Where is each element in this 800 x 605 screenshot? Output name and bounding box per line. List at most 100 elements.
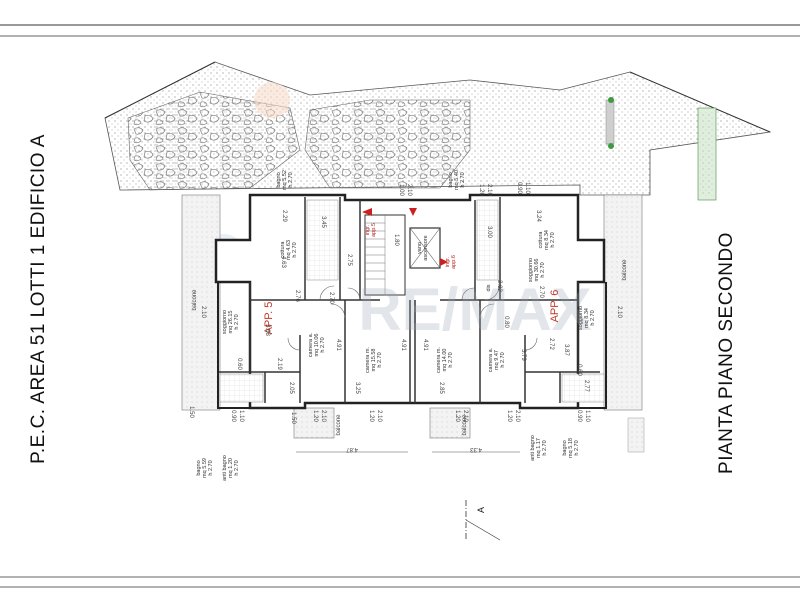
dimension-205: 2.05 [288,382,294,394]
apartment-label-left: APP. 5 [263,302,275,335]
stair-steps [365,215,386,295]
svg-text:h 2.70: h 2.70 [208,460,214,475]
svg-text:h 2.70: h 2.70 [234,314,240,329]
balcony-west [181,194,221,411]
window-dim: 1.00 [398,184,404,196]
svg-text:mq 5.52: mq 5.52 [282,170,288,190]
svg-text:app.6: app.6 [451,255,457,269]
balcony-east-label: balcone [622,259,628,281]
svg-text:h 2.70: h 2.70 [590,310,596,325]
section-line-diagonal [465,519,501,541]
dimension-labels: 2.29 3.24 4.63 3.45 3.00 2.75 1.80 3.68 … [188,182,622,424]
svg-text:bagno: bagno [448,172,454,187]
svg-text:app.5: app.5 [371,223,377,237]
dimension-300: 3.00 [486,226,492,238]
svg-text:mq 30.66: mq 30.66 [534,259,540,282]
svg-text:h 2.70: h 2.70 [448,352,454,367]
window-dim: 2.10 [320,410,326,422]
svg-text:ascensore: ascensore [423,235,429,260]
entrance-app5: ingr.app.5 [365,223,377,237]
balcony-south-right-label: balcone [462,414,468,436]
svg-text:ingr.: ingr. [445,256,451,267]
window-dim: 1.20 [454,410,460,422]
window-dim: 1.20 [478,184,484,196]
plant-icon [608,97,614,103]
room-dis: dis [486,284,492,291]
svg-text:mq 8.34: mq 8.34 [544,230,550,250]
svg-text:soggiorno: soggiorno [222,310,228,334]
dimension-180: 1.80 [393,234,399,246]
dimension-433: 4.33 [470,446,482,452]
balcony-labels: balcone balcone balcone balcone [192,259,628,436]
svg-text:h 2.70: h 2.70 [460,172,466,187]
dimension-324: 3.24 [535,210,541,222]
dimension-325: 3.25 [354,382,360,394]
drawing-title: P.E.C. AREA 51 LOTTI 1 EDIFICIO A [28,134,49,464]
interior-walls [218,197,600,403]
svg-text:soggiorno: soggiorno [528,258,534,282]
window-dim: 2.10 [616,306,622,318]
dimension-379: 3.79 [520,349,526,361]
svg-text:vano: vano [417,242,423,254]
entrance-arrow-icon [409,208,417,216]
window-dim: 2.10 [376,410,382,422]
terrain-edge-left [104,61,216,119]
window-dim: 2.10 [486,184,492,196]
entrance-app6: ingr.app.6 [445,255,457,269]
dimension-270b: 2.70 [328,292,334,304]
svg-text:mq 1.17: mq 1.17 [536,438,542,458]
svg-text:mq 5.59: mq 5.59 [202,458,208,478]
svg-text:h 2.70: h 2.70 [542,440,548,455]
window-dim: 1.20 [312,410,318,422]
dimension-150b: 1.50 [290,412,296,424]
dimension-060: 0.60 [236,358,242,370]
svg-text:mq 1.20: mq 1.20 [228,458,234,478]
svg-text:camera a.: camera a. [488,347,494,372]
window-dim: 1.10 [524,182,530,194]
svg-text:camera m.: camera m. [436,347,442,373]
entrance-arrow-icon [362,208,372,216]
dimension-272: 2.72 [548,338,554,350]
svg-text:mq 8.34: mq 8.34 [584,308,590,328]
svg-text:h 2.70: h 2.70 [377,352,383,367]
door-swings [287,285,538,351]
svg-text:soggiorno: soggiorno [578,306,584,330]
svg-text:cottura: cottura [538,231,544,249]
window-dim: 1.10 [584,410,590,422]
svg-text:mq 9.47: mq 9.47 [494,350,500,370]
lift-shaft [409,227,441,269]
svg-text:camera a.: camera a. [308,332,314,357]
dimension-345: 3.45 [320,216,326,228]
window-dim: 2.10 [200,306,206,318]
dimension-202: 2.02 [496,280,502,292]
svg-text:bagno: bagno [276,172,282,187]
balcony-south-right [429,407,471,439]
garden-bench [605,99,615,145]
svg-text:mq 14.00: mq 14.00 [442,349,448,372]
svg-text:mq 10.06: mq 10.06 [314,334,320,357]
dimension-276: 2.76 [294,290,300,302]
balcony-south-left [293,407,335,439]
bathroom-top-right [476,199,499,281]
dimension-219: 2.19 [276,358,282,370]
balcony-east [603,194,643,411]
dimension-060b: 0.60 [576,364,582,376]
svg-text:h 2.70: h 2.70 [288,172,294,187]
dimension-080: 0.80 [503,316,509,328]
svg-text:h 2.70: h 2.70 [540,262,546,277]
window-dim: 0.90 [230,410,236,422]
section-marker-label: A [476,507,486,513]
dimension-150a: 1.50 [188,406,194,418]
svg-text:mq 5.40: mq 5.40 [454,170,460,190]
lift-cross [409,227,441,269]
